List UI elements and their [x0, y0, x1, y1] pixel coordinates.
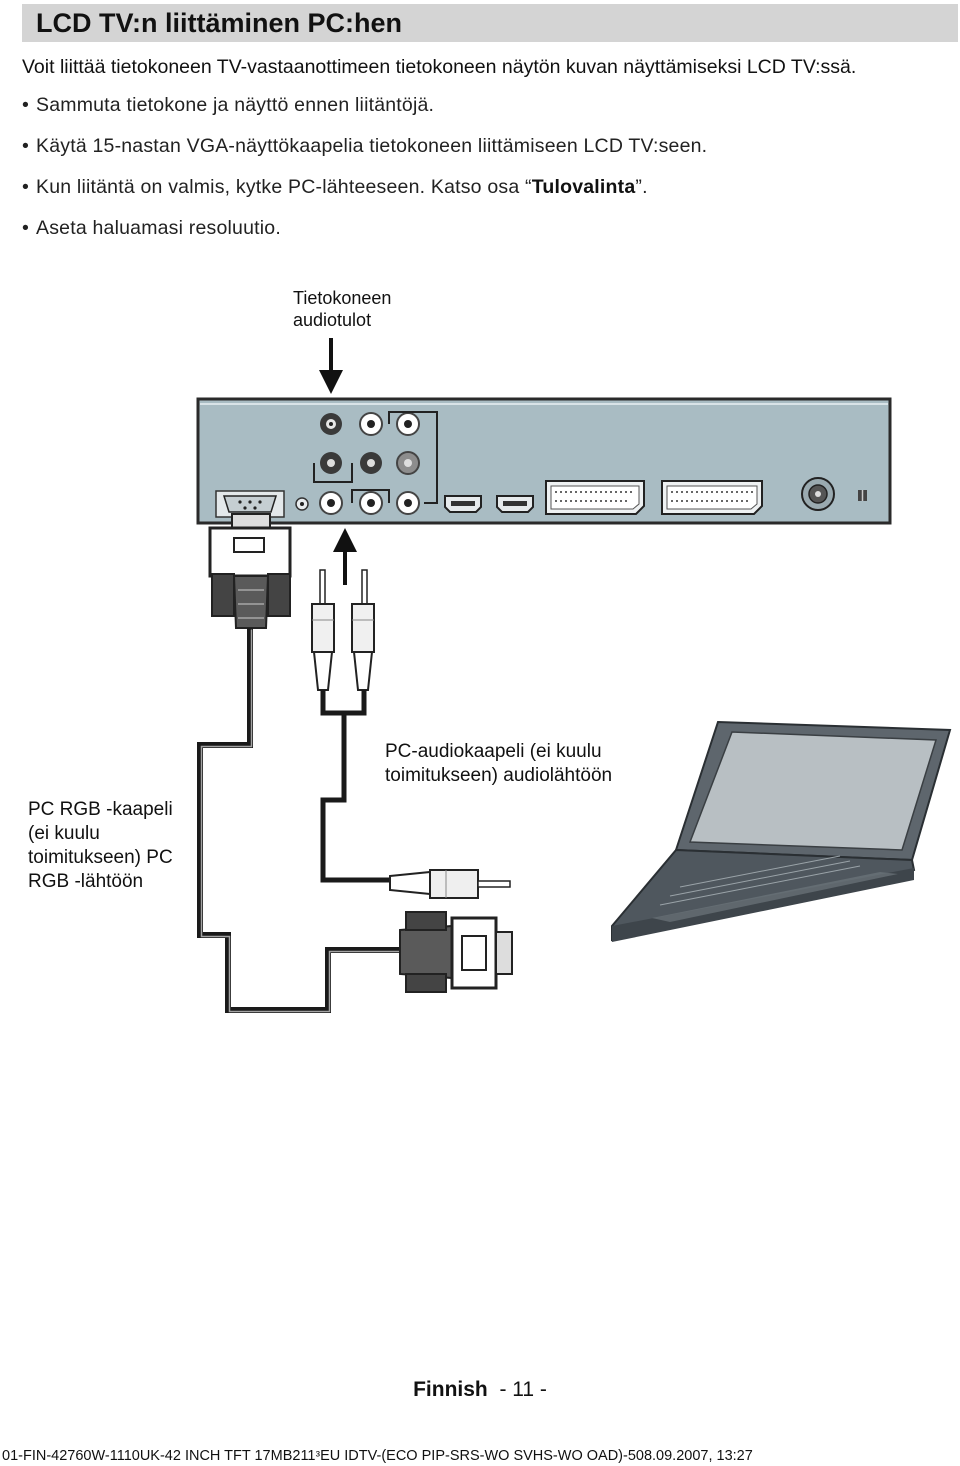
page-footer: Finnish - 11 -	[0, 1378, 960, 1402]
audio-input-arrow	[319, 338, 343, 394]
laptop	[611, 720, 952, 942]
service-port-icon	[858, 490, 867, 501]
audio-cable-label: PC-audiokaapeli (ei kuulu toimitukseen) …	[385, 741, 613, 786]
rca-plugs-tv	[311, 569, 375, 691]
vga-plug-pc	[399, 911, 513, 993]
rgb-cable	[197, 628, 400, 1013]
page-title: LCD TV:n liittäminen PC:hen	[36, 8, 403, 38]
tv-back-panel	[196, 397, 892, 525]
audio-cable	[320, 690, 392, 883]
list-item: •Kun liitäntä on valmis, kytke PC-lähtee…	[22, 176, 648, 198]
intro-text: Voit liittää tietokoneen TV-vastaanottim…	[22, 56, 857, 78]
list-item: •Aseta haluamasi resoluutio.	[22, 217, 281, 239]
title-bar: LCD TV:n liittäminen PC:hen	[22, 4, 958, 42]
rgb-cable-label: PC RGB -kaapeli (ei kuulu toimitukseen) …	[28, 799, 173, 892]
footer-language: Finnish	[413, 1378, 488, 1401]
instruction-list: •Sammuta tietokone ja näyttö ennen liitä…	[22, 94, 707, 258]
antenna-port	[801, 477, 835, 511]
rca-jacks	[313, 411, 438, 515]
source-link-text: Tulovalinta	[531, 176, 636, 198]
audio-cable-arrow	[333, 528, 357, 585]
list-item: •Käytä 15-nastan VGA-näyttökaapelia tiet…	[22, 135, 708, 157]
scart-ports	[545, 480, 763, 515]
page-number: - 11 -	[499, 1378, 547, 1401]
print-meta: 01-FIN-42760W-1110UK-42 INCH TFT 17MB211…	[2, 1448, 753, 1464]
rca-plug-pc	[389, 869, 511, 899]
hdmi-ports	[444, 495, 534, 513]
vga-port	[215, 490, 285, 518]
list-item: •Sammuta tietokone ja näyttö ennen liitä…	[22, 94, 435, 116]
audio-input-label: Tietokoneen audiotulot	[293, 288, 392, 330]
vga-plug-tv	[208, 513, 292, 629]
